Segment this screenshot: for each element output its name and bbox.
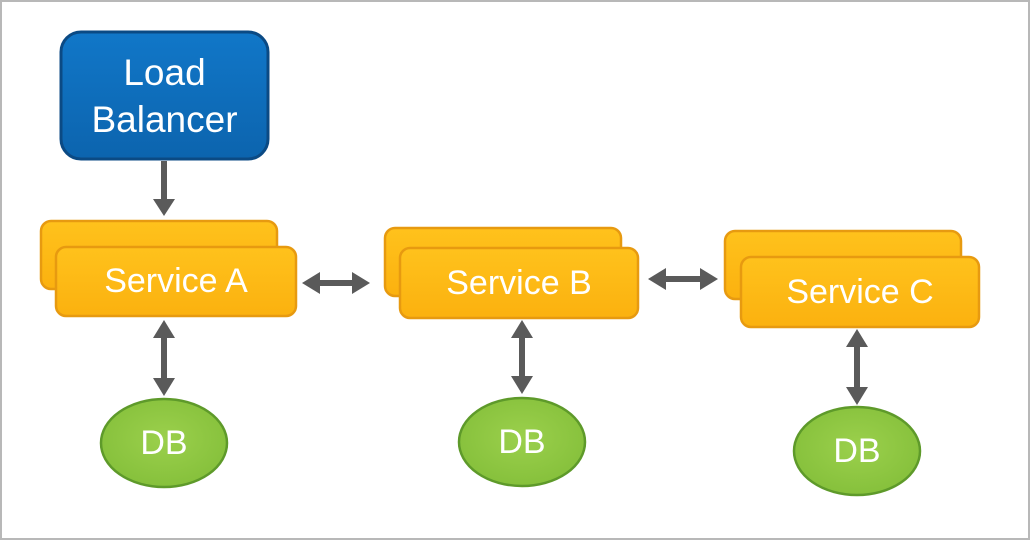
service-b-box — [398, 246, 640, 320]
db-a-node — [99, 397, 229, 489]
service-c-box — [739, 255, 981, 329]
service-a-stack — [39, 219, 298, 318]
service-a-db-arrow — [153, 320, 175, 396]
db-b-node — [457, 396, 587, 488]
service-c-stack — [723, 229, 981, 329]
service-a-box — [54, 245, 298, 318]
service-b-db-arrow — [511, 320, 533, 394]
service-a-service-b-arrow — [302, 272, 370, 294]
load-balancer-box — [59, 30, 270, 161]
service-c-db-arrow — [846, 329, 868, 405]
service-b-stack — [383, 226, 640, 320]
service-b-service-c-arrow — [648, 268, 718, 290]
lb-to-service-a-arrow — [153, 161, 175, 216]
db-c-node — [792, 405, 922, 497]
